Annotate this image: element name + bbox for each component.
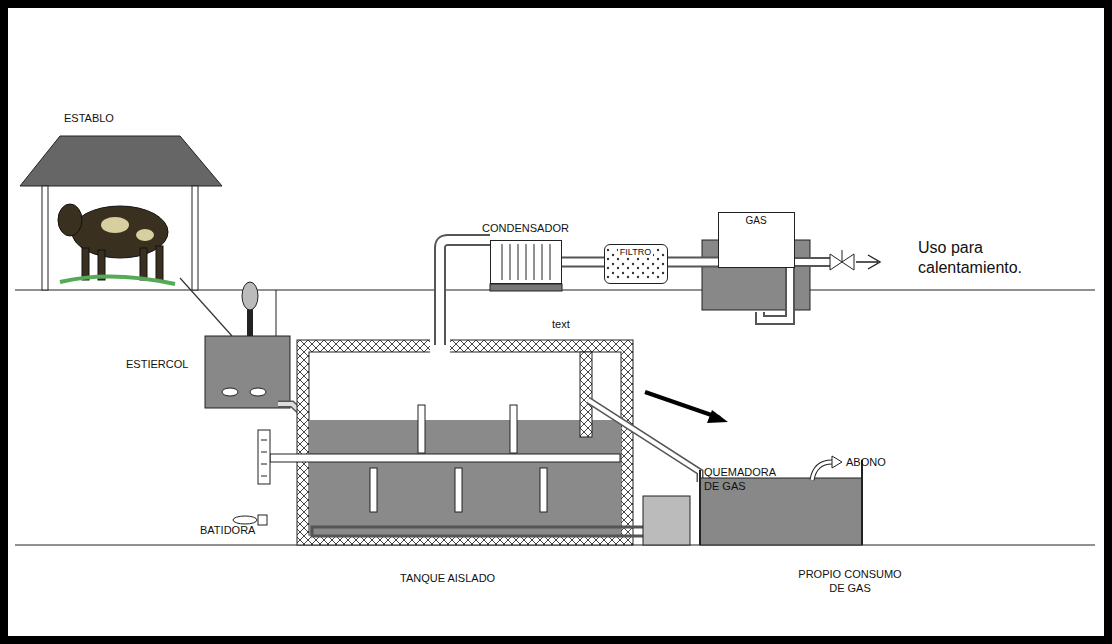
gas-holder: GAS [718,212,795,268]
gas-pipe [668,262,718,263]
gas-pipe [562,262,604,263]
burner-label: QUEMADORA DE GAS [704,466,774,494]
fertilizer-label: ABONO [846,456,906,470]
mixer-label: BATIDORA [200,524,270,538]
pipe-bore [562,259,604,266]
self-consumption-label: PROPIO CONSUMO DE GAS [790,568,910,596]
pipe-outline [668,257,718,268]
node-label: CONDENSADOR [482,222,569,234]
use-note: Uso para calentamiento. [918,238,1038,278]
condenser-box: CONDENSADOR [490,240,562,284]
filter-box: FILTRO [604,244,668,284]
barn-label: ESTABLO [64,112,124,126]
node-label: GAS [743,215,768,226]
tank-label: TANQUE AISLADO [400,572,510,586]
node-label: FILTRO [618,247,653,257]
pipe-bore [668,259,718,266]
pipe-outline [562,257,604,268]
placeholder-text: text [552,318,582,332]
manure-label: ESTIERCOL [126,358,202,372]
